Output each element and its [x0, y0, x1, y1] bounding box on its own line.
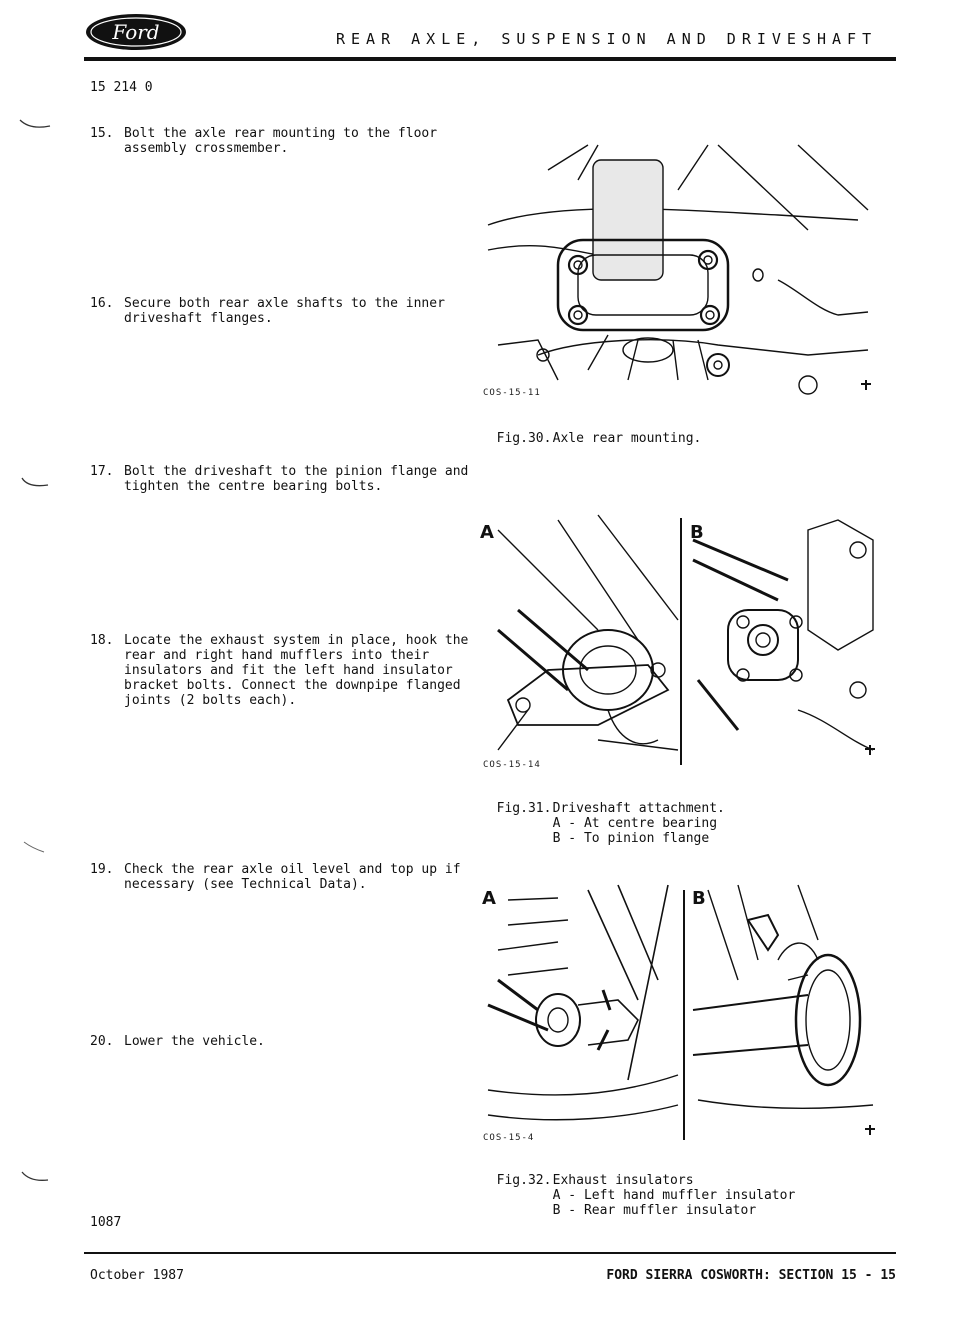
step-number: 16.: [90, 296, 114, 311]
figure-30-axle-mounting-illustration: [478, 140, 878, 405]
figure-code: COS-15-4: [483, 1133, 535, 1143]
figure-code: COS-15-14: [483, 760, 541, 770]
figure-caption-text: Driveshaft attachment. A - At centre bea…: [552, 801, 725, 846]
step-20: 20. Lower the vehicle.: [90, 1034, 470, 1049]
step-text: Check the rear axle oil level and top up…: [124, 862, 461, 892]
step-text: Bolt the driveshaft to the pinion flange…: [124, 464, 469, 494]
panel-label-a: A: [482, 888, 496, 909]
panel-label-a: A: [480, 522, 494, 543]
footer-divider: [84, 1252, 896, 1254]
margin-mark: [21, 477, 49, 487]
section-header-title: REAR AXLE, SUSPENSION AND DRIVESHAFT: [336, 30, 878, 48]
footer-date: October 1987: [90, 1268, 184, 1283]
figure-label: Fig.32.: [496, 1173, 552, 1188]
figure-label: Fig.31.: [496, 801, 552, 816]
figure-32-caption: Fig.32.Exhaust insulators A - Left hand …: [481, 1158, 796, 1218]
step-number: 18.: [90, 633, 114, 648]
margin-mark: [19, 119, 51, 128]
svg-text:Ford: Ford: [111, 20, 159, 44]
step-number: 15.: [90, 126, 114, 141]
step-15: 15. Bolt the axle rear mounting to the fl…: [90, 126, 470, 156]
figure-label: Fig.30.: [496, 431, 552, 446]
margin-mark: [23, 841, 45, 853]
figure-31-caption: Fig.31.Driveshaft attachment. A - At cen…: [481, 786, 725, 846]
margin-mark: [21, 1171, 49, 1181]
step-text: Secure both rear axle shafts to the inne…: [124, 296, 445, 326]
step-number: 19.: [90, 862, 114, 877]
figure-30-caption: Fig.30.Axle rear mounting.: [481, 416, 702, 446]
figure-31-driveshaft-illustration: A B: [478, 510, 878, 770]
step-number: 20.: [90, 1034, 114, 1049]
page-number: 1087: [90, 1215, 122, 1230]
page-code: 15 214 0: [90, 80, 153, 95]
step-number: 17.: [90, 464, 114, 479]
step-text: Lower the vehicle.: [124, 1034, 265, 1049]
panel-label-b: B: [692, 888, 706, 909]
figure-caption-text: Axle rear mounting.: [552, 431, 702, 446]
figure-32-exhaust-insulators-illustration: A B: [478, 880, 878, 1145]
footer-section: FORD SIERRA COSWORTH: SECTION 15 - 15: [606, 1268, 896, 1283]
panel-label-b: B: [690, 522, 704, 543]
step-17: 17. Bolt the driveshaft to the pinion fla…: [90, 464, 470, 494]
step-18: 18. Locate the exhaust system in place, h…: [90, 633, 470, 708]
step-text: Locate the exhaust system in place, hook…: [124, 633, 469, 708]
step-16: 16. Secure both rear axle shafts to the i…: [90, 296, 470, 326]
step-text: Bolt the axle rear mounting to the floor…: [124, 126, 438, 156]
step-19: 19. Check the rear axle oil level and top…: [90, 862, 470, 892]
figure-code: COS-15-11: [483, 388, 541, 398]
figure-caption-text: Exhaust insulators A - Left hand muffler…: [552, 1173, 796, 1218]
ford-logo: Ford: [84, 12, 188, 52]
header-divider: [84, 57, 896, 61]
